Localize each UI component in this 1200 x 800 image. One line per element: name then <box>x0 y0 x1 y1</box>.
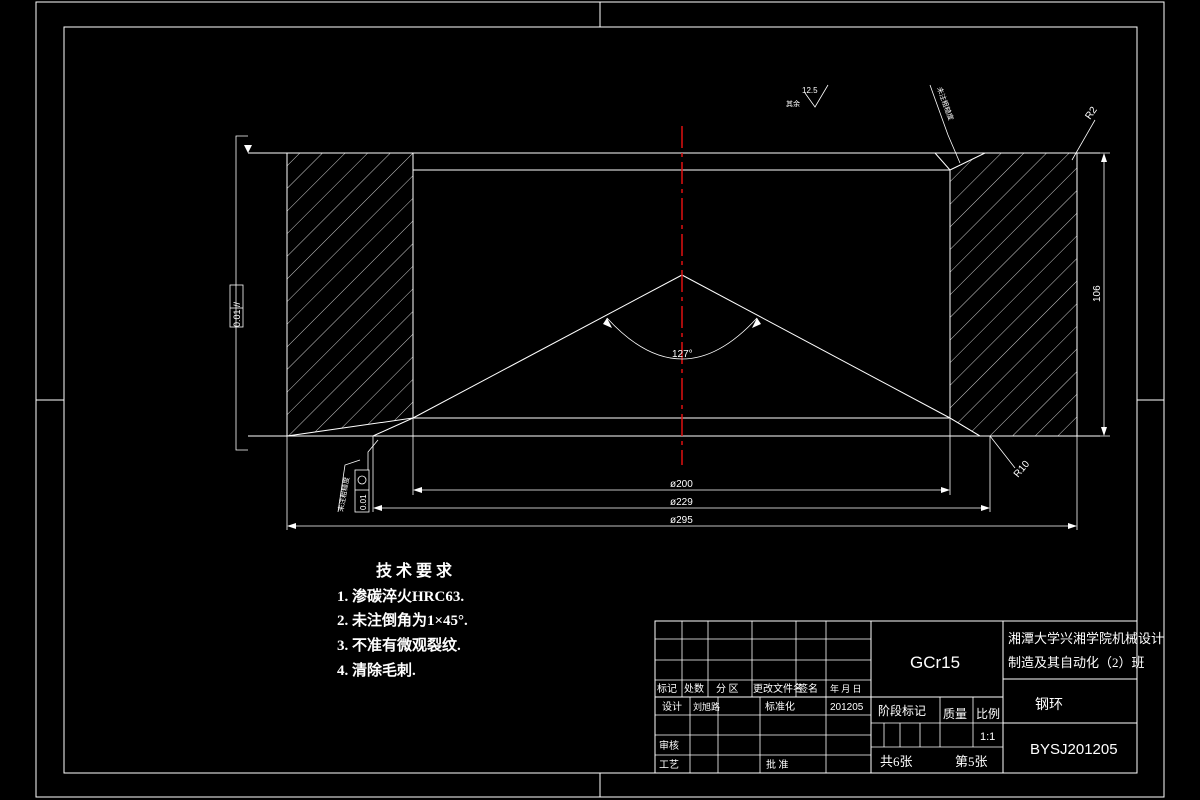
angle-dim: 127° <box>672 349 693 360</box>
tb-review-label: 审核 <box>659 739 679 752</box>
title-block <box>654 620 1138 774</box>
requirement-item-3: 3. 不准有微观裂纹. <box>337 638 461 654</box>
tb-col-date: 年 月 日 <box>830 683 862 694</box>
tb-col-doc: 更改文件名 <box>753 682 803 695</box>
tb-approve-label: 批 准 <box>766 758 789 771</box>
fillet-top: R2 <box>1083 105 1100 122</box>
tb-scale: 1:1 <box>980 731 995 743</box>
tb-col-mark: 标记 <box>657 683 677 695</box>
roughness-value: 12.5 <box>802 86 818 95</box>
requirement-item-2: 2. 未注倒角为1×45°. <box>337 613 468 629</box>
dia-mid-dim: ø229 <box>670 497 693 508</box>
datum-note-top: 未注粗糙度 <box>935 86 955 122</box>
tb-col-count: 处数 <box>684 682 704 695</box>
tb-design-label: 设计 <box>662 700 682 713</box>
tb-drawing-no: BYSJ201205 <box>1030 741 1118 758</box>
left-section <box>286 152 414 437</box>
tb-part-name: 钢环 <box>1035 697 1063 713</box>
tb-material: GCr15 <box>910 653 960 672</box>
tb-stage-label: 阶段标记 <box>878 703 926 718</box>
dia-inner-dim: ø200 <box>670 479 693 490</box>
flatness-tolerance: 0.01 <box>359 494 368 510</box>
dia-outer-dim: ø295 <box>670 515 693 526</box>
tb-mass-label: 质量 <box>943 707 967 721</box>
tb-school-line2: 制造及其自动化（2）班 <box>1008 655 1145 670</box>
tb-school-line1: 湘潭大学兴湘学院机械设计 <box>1008 631 1164 646</box>
height-dim: 106 <box>1092 285 1103 302</box>
fillet-bottom: R10 <box>1012 458 1033 479</box>
tb-sheet-no: 第5张 <box>955 754 988 769</box>
tb-date-value: 201205 <box>830 702 864 713</box>
datum-note-bottom: 未注粗糙度 <box>336 476 351 512</box>
tb-designer: 刘旭路 <box>693 701 720 712</box>
roughness-label: 其余 <box>786 99 800 108</box>
parallel-tolerance: 0.01 // <box>232 301 242 327</box>
requirement-item-1: 1. 渗碳淬火HRC63. <box>337 589 465 605</box>
tb-scale-label: 比例 <box>976 707 1000 721</box>
requirement-item-4: 4. 清除毛刺. <box>337 663 416 679</box>
right-section <box>949 152 1078 437</box>
requirements-title: 技 术 要 求 <box>376 563 453 580</box>
tb-col-sign: 签名 <box>798 682 818 695</box>
tb-process-label: 工艺 <box>659 759 679 771</box>
tb-std-label: 标准化 <box>765 700 795 713</box>
tb-sheets-total: 共6张 <box>880 754 913 769</box>
tb-col-zone: 分 区 <box>716 683 739 695</box>
